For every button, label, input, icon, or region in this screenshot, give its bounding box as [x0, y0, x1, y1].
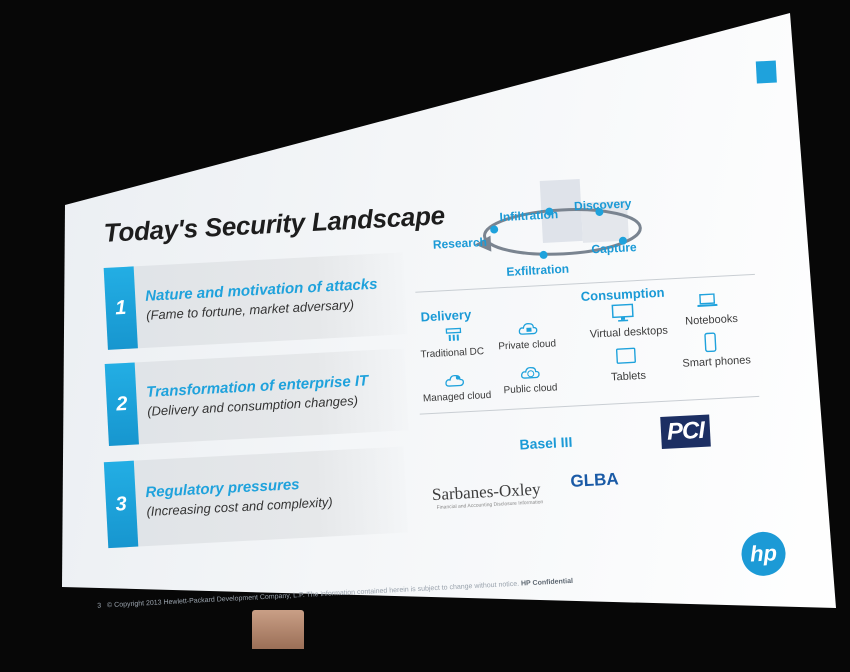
slide-title: Today's Security Landscape	[103, 200, 446, 248]
cycle-label-discovery: Discovery	[573, 196, 632, 214]
page-number: 3	[97, 602, 102, 610]
cycle-label-exfiltration: Exfiltration	[506, 261, 570, 279]
delivery-label-traditional-dc: Traditional DC	[420, 346, 485, 361]
cycle-dot	[539, 250, 548, 259]
hp-logo: hp	[740, 530, 787, 577]
row-number-1: 1	[103, 266, 138, 350]
delivery-label-private-cloud: Private cloud	[498, 338, 557, 353]
cycle-dot	[618, 236, 627, 245]
consumption-label-virtual-desktops: Virtual desktops	[589, 324, 669, 341]
footer: 3 © Copyright 2013 Hewlett-Packard Devel…	[97, 578, 573, 610]
consumption-heading: Consumption	[580, 284, 665, 305]
cycle-dot	[595, 207, 604, 216]
cycle-loop	[483, 208, 642, 256]
row-number-3: 3	[103, 460, 139, 549]
photo-scene: Today's Security Landscape 1 Nature and …	[62, 13, 836, 649]
cloud-person-icon	[444, 371, 467, 388]
footer-copyright: © Copyright 2013 Hewlett-Packard Develop…	[106, 580, 520, 610]
cycle-dot	[545, 207, 554, 216]
phone-icon	[703, 331, 718, 354]
accent-square	[755, 60, 777, 84]
pci-logo: PCI	[660, 414, 711, 450]
delivery-heading: Delivery	[420, 306, 472, 325]
row-number-2: 2	[104, 362, 139, 446]
server-icon	[443, 326, 464, 343]
consumption-label-notebooks: Notebooks	[684, 312, 739, 328]
podium	[252, 610, 304, 649]
consumption-label-smart-phones: Smart phones	[682, 354, 752, 370]
footer-confidential: HP Confidential	[520, 577, 574, 588]
cycle-arrowhead	[474, 235, 492, 252]
globe-cloud-icon	[519, 363, 542, 380]
monitor-icon	[610, 303, 635, 322]
laptop-icon	[696, 292, 719, 309]
delivery-label-managed-cloud: Managed cloud	[422, 389, 492, 405]
consumption-label-tablets: Tablets	[610, 369, 647, 384]
attack-cycle-diagram	[474, 178, 642, 259]
tablet-icon	[615, 346, 638, 365]
delivery-label-public-cloud: Public cloud	[503, 382, 558, 397]
lock-cloud-icon	[517, 319, 540, 336]
cycle-label-research: Research	[432, 234, 488, 252]
cycle-label-capture: Capture	[590, 240, 638, 257]
glba-logo: GLBA	[569, 469, 620, 491]
cycle-dot	[490, 225, 499, 234]
basel-iii-logo: Basel III	[519, 433, 573, 453]
